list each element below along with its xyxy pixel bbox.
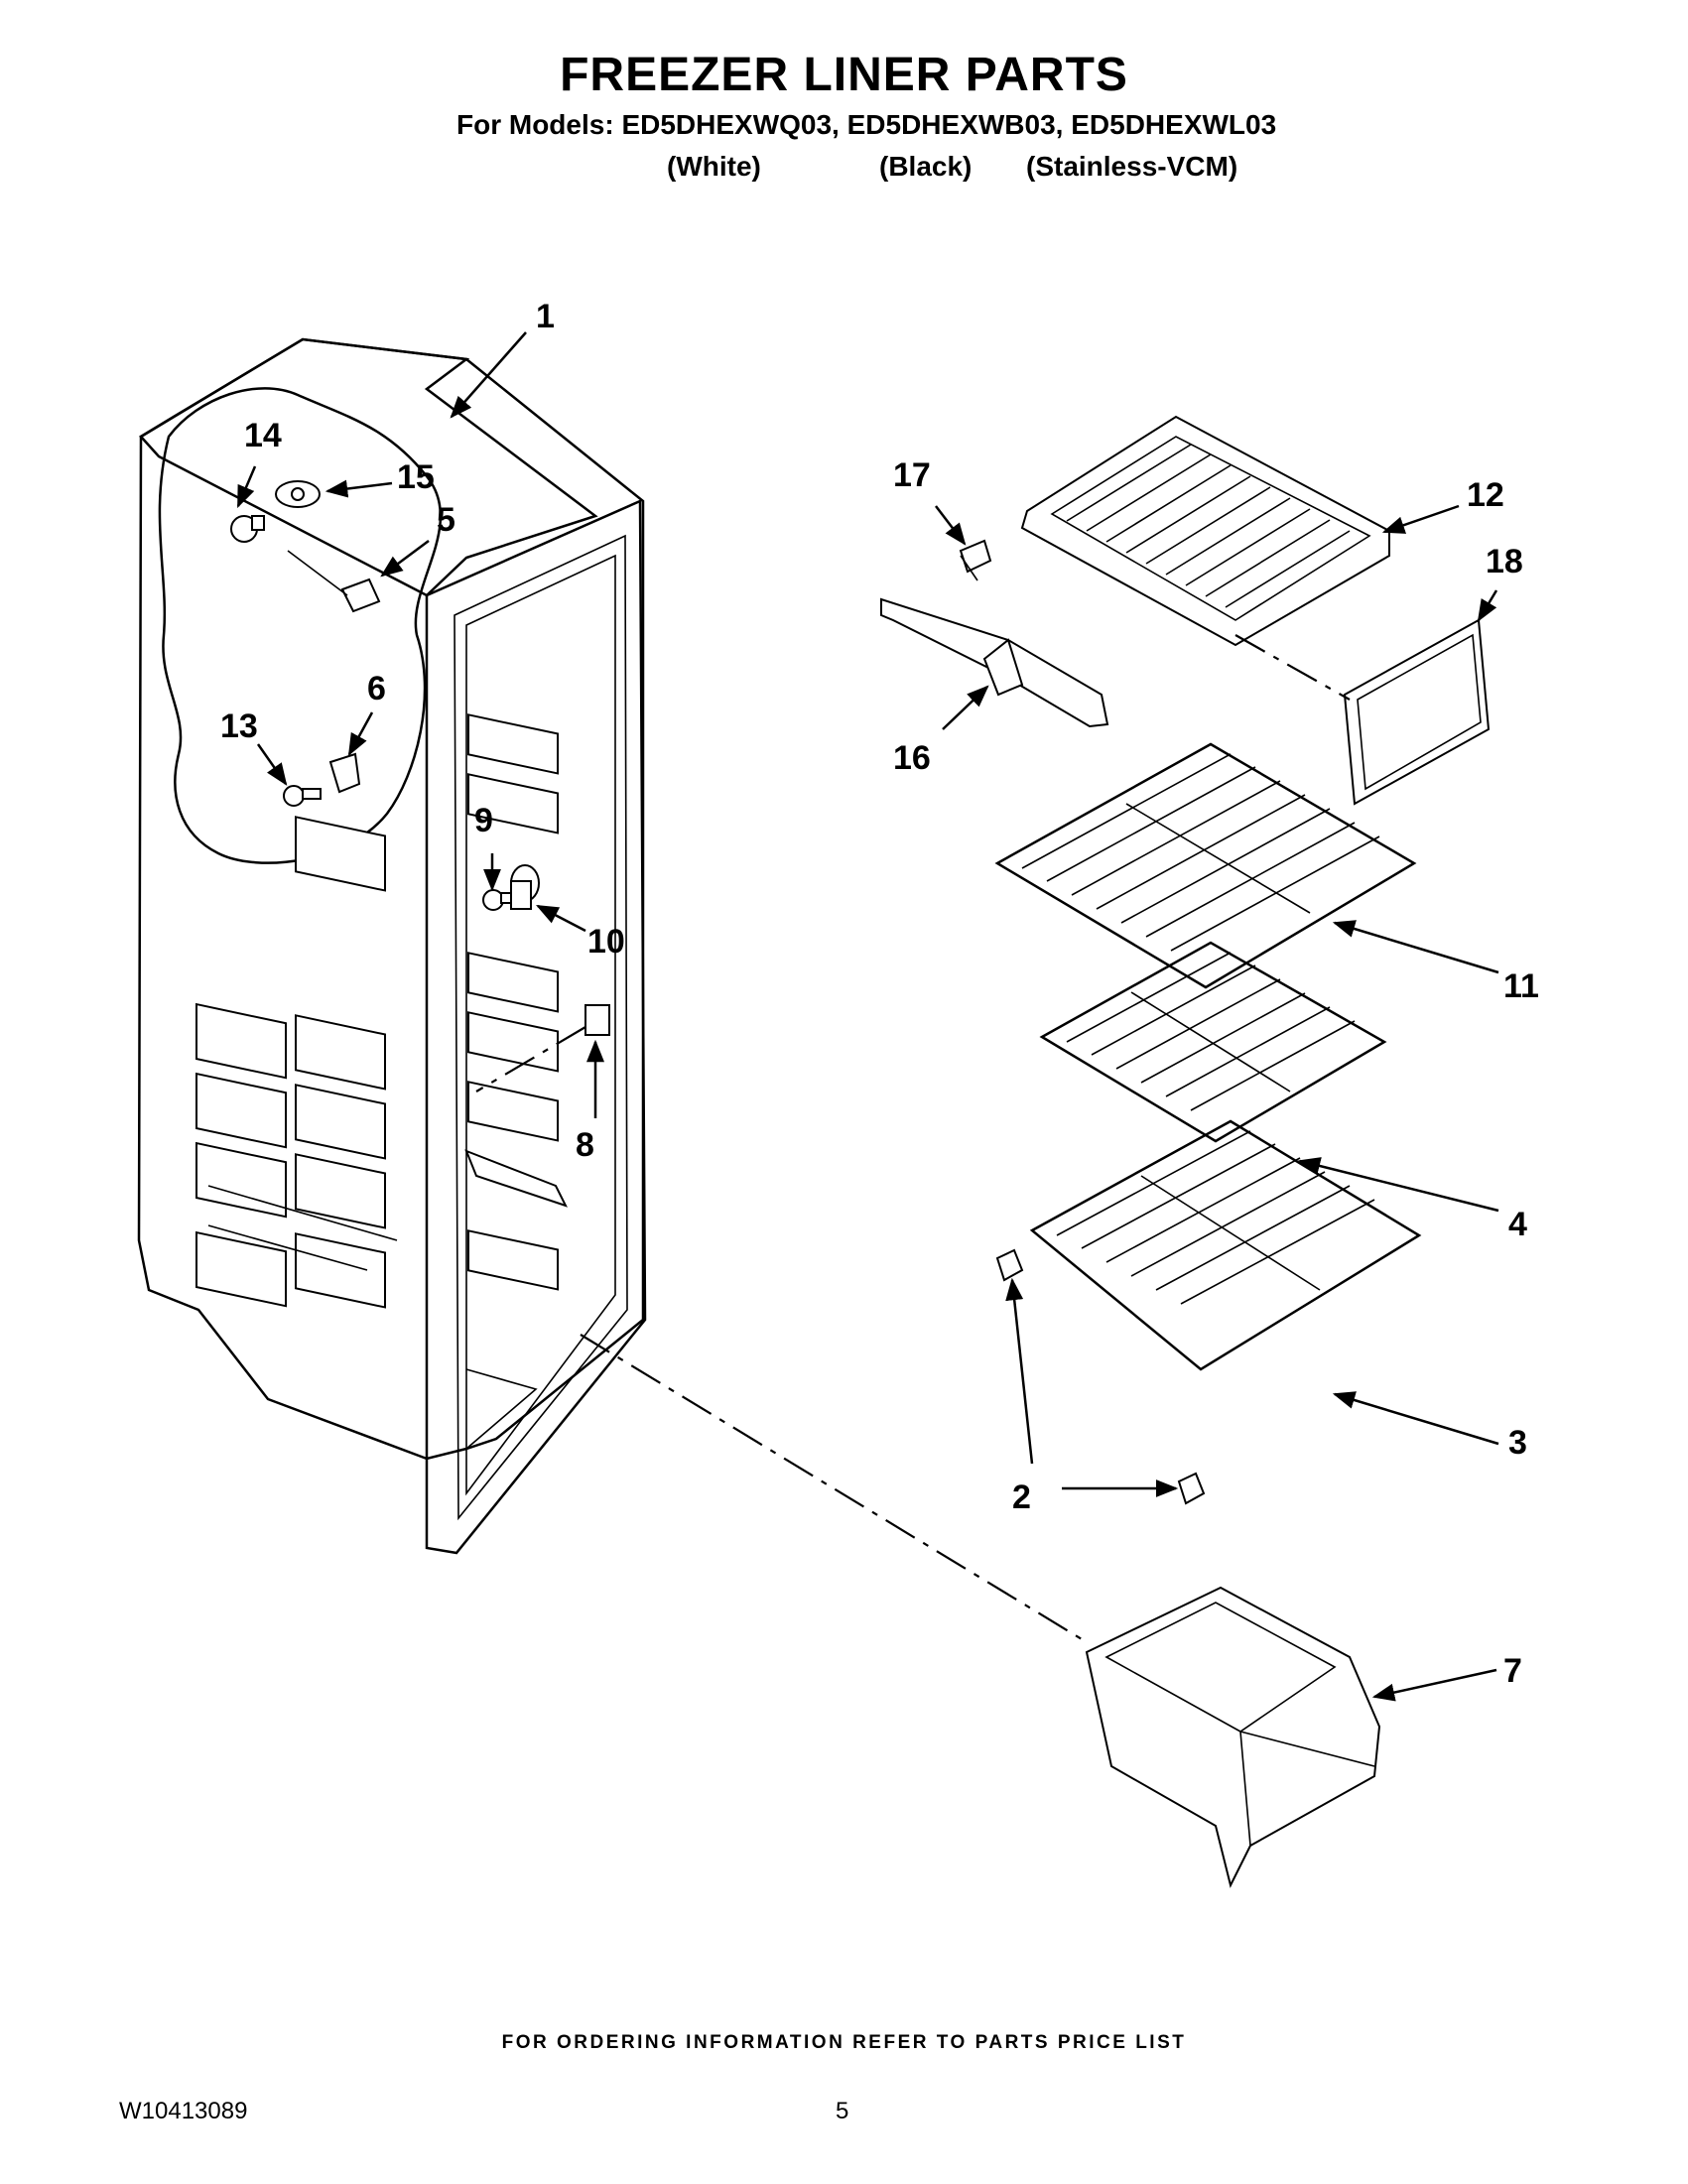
- callout-18: 18: [1486, 543, 1523, 580]
- side-panel-recesses: [195, 713, 559, 1309]
- callout-7: 7: [1503, 1652, 1522, 1690]
- part-18-door-panel: [1234, 618, 1491, 806]
- part-17-screw: [959, 539, 992, 581]
- page-number: 5: [836, 2098, 849, 2124]
- callout-5: 5: [437, 501, 455, 539]
- part-15-lamp-socket: [275, 480, 321, 508]
- document-id: W10413089: [119, 2098, 248, 2124]
- callout-9: 9: [474, 802, 493, 839]
- callout-11: 11: [1503, 967, 1539, 1005]
- callout-8: 8: [576, 1126, 594, 1164]
- part-14-lamp-bulb: [230, 515, 265, 543]
- leader-lines: [236, 331, 1499, 1702]
- part-16-slide-bracket: [880, 597, 1109, 728]
- callout-12: 12: [1467, 476, 1504, 514]
- callout-15: 15: [397, 458, 435, 496]
- part-10-knob: [510, 864, 540, 910]
- freezer-liner: [137, 337, 647, 1555]
- part-8-clip: [475, 1004, 610, 1092]
- part-7-bin: [1085, 1586, 1381, 1888]
- callout-14: 14: [244, 417, 282, 454]
- callout-17: 17: [893, 456, 931, 494]
- variant-black: (Black): [879, 151, 973, 182]
- callout-4: 4: [1508, 1206, 1527, 1243]
- callout-2: 2: [1012, 1478, 1031, 1516]
- models-line: For Models: ED5DHEXWQ03, ED5DHEXWB03, ED…: [456, 109, 1277, 140]
- part-13-screw: [283, 785, 322, 807]
- part-3-wire-shelf: [1029, 1119, 1422, 1371]
- callout-6: 6: [367, 670, 386, 707]
- page-title: FREEZER LINER PARTS: [560, 49, 1128, 101]
- ordering-note: FOR ORDERING INFORMATION REFER TO PARTS …: [501, 2032, 1187, 2053]
- part-12-tray: [1020, 415, 1390, 647]
- part-11-wire-shelf: [994, 742, 1417, 989]
- part-4-wire-shelf: [1039, 941, 1387, 1143]
- callout-labels: 1 2 3 4 5 6 7 8 9 10 11 12 13 14 15 16 1…: [220, 298, 1539, 1690]
- variant-white: (White): [667, 151, 761, 182]
- callout-13: 13: [220, 707, 258, 745]
- callout-10: 10: [587, 923, 625, 961]
- variant-stainless: (Stainless-VCM): [1026, 151, 1238, 182]
- part-2-shelf-end-caps: [995, 1248, 1206, 1505]
- callout-1: 1: [536, 298, 555, 335]
- part-6-bracket: [328, 752, 361, 794]
- part-5-clip: [287, 550, 381, 613]
- callout-3: 3: [1508, 1424, 1527, 1462]
- callout-16: 16: [893, 739, 931, 777]
